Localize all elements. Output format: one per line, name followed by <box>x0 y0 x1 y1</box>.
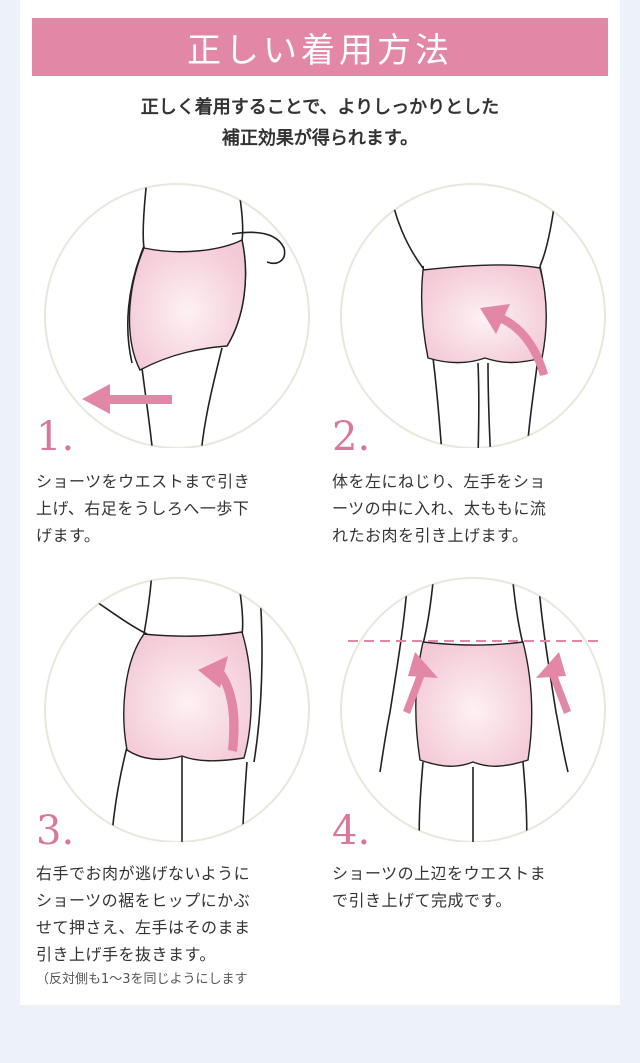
step-3: 3. 右手でお肉が逃げないように ショーツの裾をヒップにかぶ せて押さえ、左手は… <box>32 572 322 992</box>
step-3-number: 3. <box>36 808 75 854</box>
step-1: 1. ショーツをウエストまで引き 上げ、右足をうしろへ一歩下 げます。 <box>32 178 322 558</box>
intro-text: 正しく着用することで、よりしっかりとした 補正効果が得られます。 <box>20 92 620 154</box>
step-1-text: ショーツをウエストまで引き 上げ、右足をうしろへ一歩下 げます。 <box>36 472 251 545</box>
step-3-note: （反対側も1〜3を同じようにします <box>36 972 248 987</box>
step-2: 2. 体を左にねじり、左手をショ ーツの中に入れ、太ももに流 れたお肉を引き上げ… <box>328 178 618 558</box>
page-title: 正しい着用方法 <box>187 30 453 71</box>
step-2-illustration <box>340 183 606 448</box>
step-4-number: 4. <box>332 808 371 854</box>
step-2-number: 2. <box>332 414 371 460</box>
step-4: 4. ショーツの上辺をウエストま で引き上げて完成です。 <box>328 572 618 952</box>
step-1-illustration <box>44 183 310 448</box>
intro-line-2: 補正効果が得られます。 <box>221 128 419 149</box>
step-1-number: 1. <box>36 414 75 460</box>
step-3-text: 右手でお肉が逃げないように ショーツの裾をヒップにかぶ せて押さえ、左手はそのま… <box>36 864 251 964</box>
content-card: 正しい着用方法 正しく着用することで、よりしっかりとした 補正効果が得られます。 <box>20 0 620 1005</box>
intro-line-1: 正しく着用することで、よりしっかりとした <box>140 97 500 118</box>
step-4-text: ショーツの上辺をウエストま で引き上げて完成です。 <box>332 864 547 910</box>
step-4-illustration <box>340 577 606 842</box>
title-banner: 正しい着用方法 <box>32 18 608 76</box>
step-3-illustration <box>44 577 310 842</box>
step-2-text: 体を左にねじり、左手をショ ーツの中に入れ、太ももに流 れたお肉を引き上げます。 <box>332 472 547 545</box>
